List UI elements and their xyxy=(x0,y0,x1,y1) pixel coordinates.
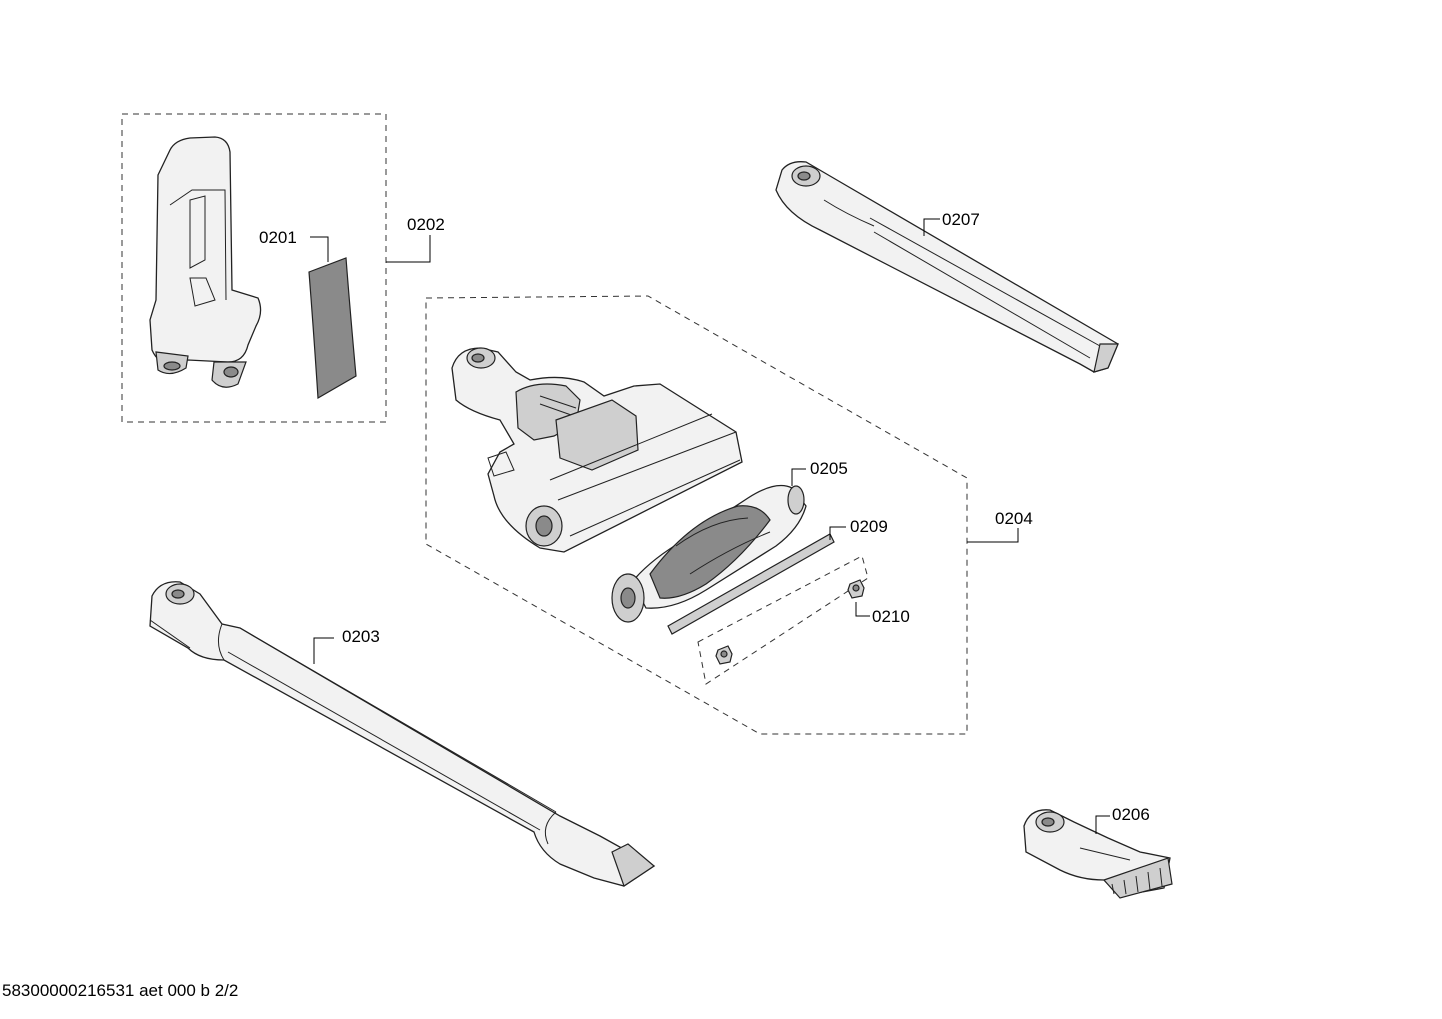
part-number-0210[interactable]: 0210 xyxy=(872,607,910,626)
part-number-0201[interactable]: 0201 xyxy=(259,228,297,247)
part-number-0206[interactable]: 0206 xyxy=(1112,805,1150,824)
group-box-0204 xyxy=(425,295,968,735)
part-number-0207[interactable]: 0207 xyxy=(942,210,980,229)
part-number-0203[interactable]: 0203 xyxy=(342,627,380,646)
brush-roll-part[interactable] xyxy=(611,484,807,623)
group-box-0202 xyxy=(121,113,387,423)
filter-sheet-part[interactable] xyxy=(308,257,357,400)
leader-line-0202 xyxy=(386,235,431,263)
leader-line-0205 xyxy=(791,468,806,486)
group-box-0210 xyxy=(697,555,869,685)
leader-line-0203 xyxy=(313,637,334,664)
part-number-0205[interactable]: 0205 xyxy=(810,459,848,478)
part-number-0202[interactable]: 0202 xyxy=(407,215,445,234)
screw-part[interactable] xyxy=(715,579,865,665)
part-number-0204[interactable]: 0204 xyxy=(995,509,1033,528)
leader-line-0209 xyxy=(829,526,846,540)
leader-line-0210 xyxy=(855,602,870,617)
handle-holder-part[interactable] xyxy=(149,136,262,388)
drawing-reference-footer: 58300000216531 aet 000 b 2/2 xyxy=(2,981,239,1000)
part-number-0209[interactable]: 0209 xyxy=(850,517,888,536)
upholstery-brush-part[interactable] xyxy=(1023,809,1173,899)
leader-line-0204 xyxy=(967,528,1019,543)
leader-line-0207 xyxy=(923,218,940,236)
crevice-tube-part[interactable] xyxy=(775,161,1119,373)
leader-line-0206 xyxy=(1095,815,1110,834)
floor-brush-head-part[interactable] xyxy=(451,347,743,553)
sealing-strip-part[interactable] xyxy=(667,533,835,635)
extension-tube-part[interactable] xyxy=(149,581,656,887)
leader-line-0201 xyxy=(310,236,329,262)
